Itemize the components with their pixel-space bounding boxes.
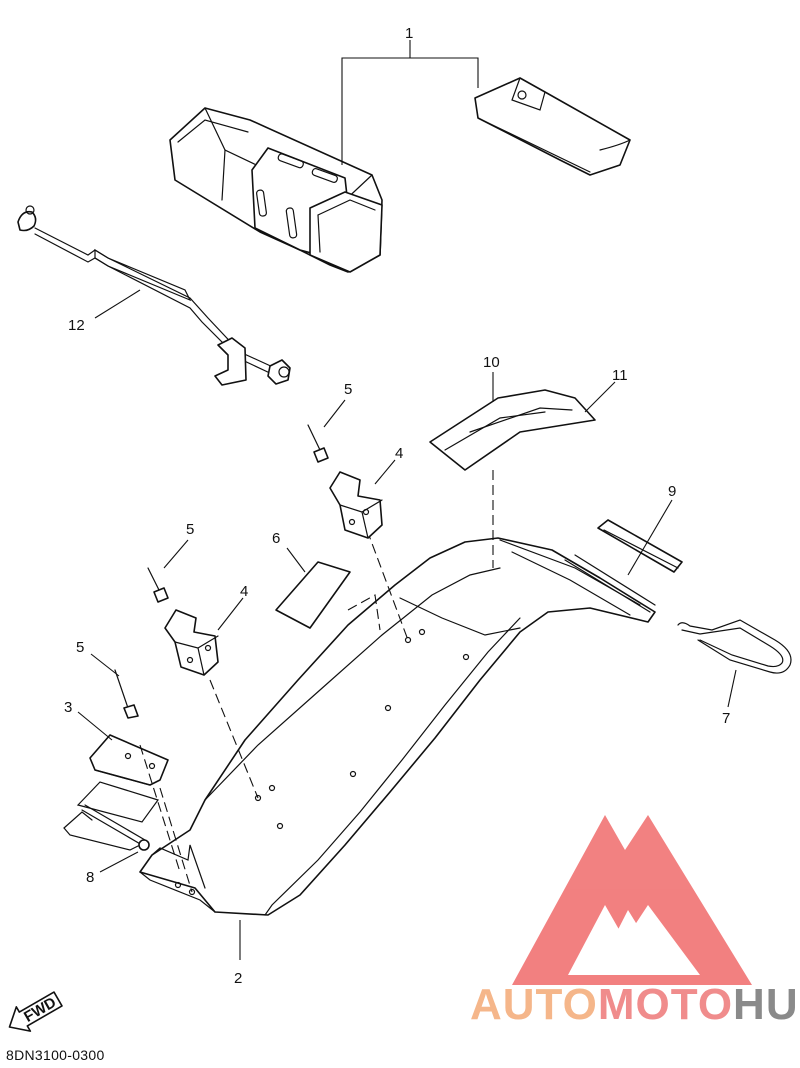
- callout-labels: 1 12 10 11 5 4 9 5 6 4 5 3 7 8 2: [64, 25, 730, 987]
- watermark-text: AUTOMOTOHUB: [470, 980, 800, 1030]
- tool-kit-part: [169, 40, 631, 273]
- fwd-arrow: FWD: [8, 991, 63, 1032]
- callout-5-middle: 5: [186, 521, 194, 538]
- callout-9: 9: [668, 483, 676, 500]
- callout-7: 7: [722, 710, 730, 727]
- watermark-text-moto: MOTO: [597, 980, 734, 1029]
- rear-plate-part: [139, 470, 656, 960]
- callout-5-lower: 5: [76, 639, 84, 656]
- callout-3: 3: [64, 699, 72, 716]
- callout-4-upper: 4: [395, 445, 403, 462]
- sheet-part: [429, 372, 616, 471]
- watermark-text-auto: AUTO: [470, 980, 598, 1029]
- callout-6: 6: [272, 530, 280, 547]
- callout-10: 10: [483, 354, 500, 371]
- callout-2: 2: [234, 970, 242, 987]
- callout-1: 1: [405, 25, 413, 42]
- pad-part: [275, 547, 351, 629]
- diagram-code: 8DN3100-0300: [6, 1047, 105, 1063]
- callout-8: 8: [86, 869, 94, 886]
- callout-4-lower: 4: [240, 583, 248, 600]
- callout-11: 11: [612, 367, 628, 384]
- clip-lower-part: [147, 539, 244, 676]
- callout-5-upper: 5: [344, 381, 352, 398]
- hook-wire-part: [677, 619, 792, 708]
- watermark-text-hub: HUB: [733, 980, 800, 1029]
- callout-12: 12: [68, 317, 85, 334]
- clip-upper-part: [307, 399, 396, 539]
- cable-part: [17, 205, 291, 386]
- bracket-part: [63, 653, 193, 893]
- bar-part: [597, 499, 683, 576]
